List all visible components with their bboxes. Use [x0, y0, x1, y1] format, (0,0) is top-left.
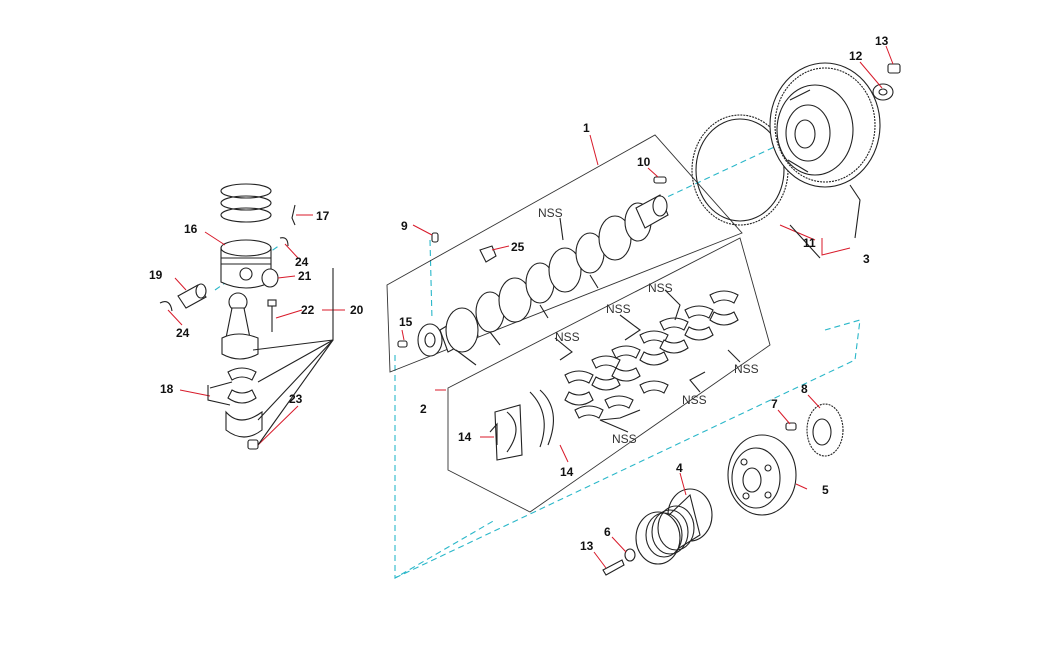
callout-23: 23: [289, 392, 303, 406]
callout-24-bottom: 24: [176, 326, 190, 340]
callout-20: 20: [350, 303, 364, 317]
nss-label-lower-mid: NSS: [682, 393, 707, 407]
conrod-part: [221, 292, 259, 360]
conrod-cap-part: [225, 410, 263, 438]
callout-1: 1: [583, 121, 590, 135]
callout-21: 21: [298, 269, 312, 283]
thrust-washers-part: [494, 389, 554, 461]
callout-25: 25: [511, 240, 525, 254]
group-frame-main-bearings: [447, 237, 771, 513]
part-10-pin: [653, 176, 667, 184]
piston-part: [220, 239, 272, 289]
callout-15: 15: [399, 315, 413, 329]
callout-5: 5: [822, 483, 829, 497]
circlip-parts: [159, 237, 289, 312]
nss-label-top: NSS: [648, 281, 673, 295]
callout-13-bottom: 13: [580, 539, 594, 553]
callout-10: 10: [637, 155, 651, 169]
flywheel-part: [769, 62, 881, 188]
callout-6: 6: [604, 525, 611, 539]
nss-label-bottom: NSS: [612, 432, 637, 446]
conrod-bolt-part: [267, 299, 277, 332]
callout-13-top: 13: [875, 34, 889, 48]
nss-label-right: NSS: [734, 362, 759, 376]
small-end-bush-part: [261, 268, 279, 288]
callout-14-right: 14: [560, 465, 574, 479]
nss-pointer-lines: [554, 217, 741, 433]
main-bearings-part: [564, 290, 739, 419]
callout-8: 8: [801, 382, 808, 396]
part-7-key: [785, 422, 797, 431]
callout-16: 16: [184, 222, 198, 236]
callout-2: 2: [420, 402, 427, 416]
part-6-washer: [624, 548, 636, 562]
callout-22: 22: [301, 303, 315, 317]
conrod-bearing-parts: [227, 367, 257, 404]
callout-11: 11: [803, 236, 816, 250]
callout-9: 9: [401, 219, 408, 233]
damper-part: [635, 488, 713, 565]
callout-4: 4: [676, 461, 683, 475]
group-bracket-lines: [207, 184, 861, 446]
nss-label-left: NSS: [555, 330, 580, 344]
part-9-dowel: [431, 232, 439, 243]
group-frame-crankshaft: [386, 134, 743, 373]
nss-label-crankshaft: NSS: [538, 206, 563, 220]
callout-19: 19: [149, 268, 163, 282]
piston-pin-part: [177, 283, 207, 309]
nss-labels: NSS NSS NSS NSS NSS NSS NSS: [538, 206, 759, 446]
crank-gear-part: [806, 403, 844, 457]
callout-12: 12: [849, 49, 863, 63]
conrod-nut-part: [247, 439, 259, 450]
callout-18: 18: [160, 382, 174, 396]
part-25-plug: [479, 245, 497, 263]
callout-24-top: 24: [295, 255, 309, 269]
part-12-washer: [872, 83, 894, 101]
piston-rings-part: [220, 183, 272, 223]
callout-labels: 1 2 3 4 5 6 7 8 9 10 11 12 13 13 14 14 1…: [149, 34, 889, 553]
part-13-bolt-bottom: [602, 559, 625, 576]
part-13-bolt-top: [887, 63, 901, 74]
crankshaft-part: [417, 194, 669, 366]
callout-17: 17: [316, 209, 330, 223]
part-15-pin: [397, 340, 408, 348]
callout-14-left: 14: [458, 430, 472, 444]
nss-label-upper-mid: NSS: [606, 302, 631, 316]
callout-7: 7: [771, 397, 778, 411]
callout-3: 3: [863, 252, 870, 266]
pulley-part: [727, 434, 797, 516]
